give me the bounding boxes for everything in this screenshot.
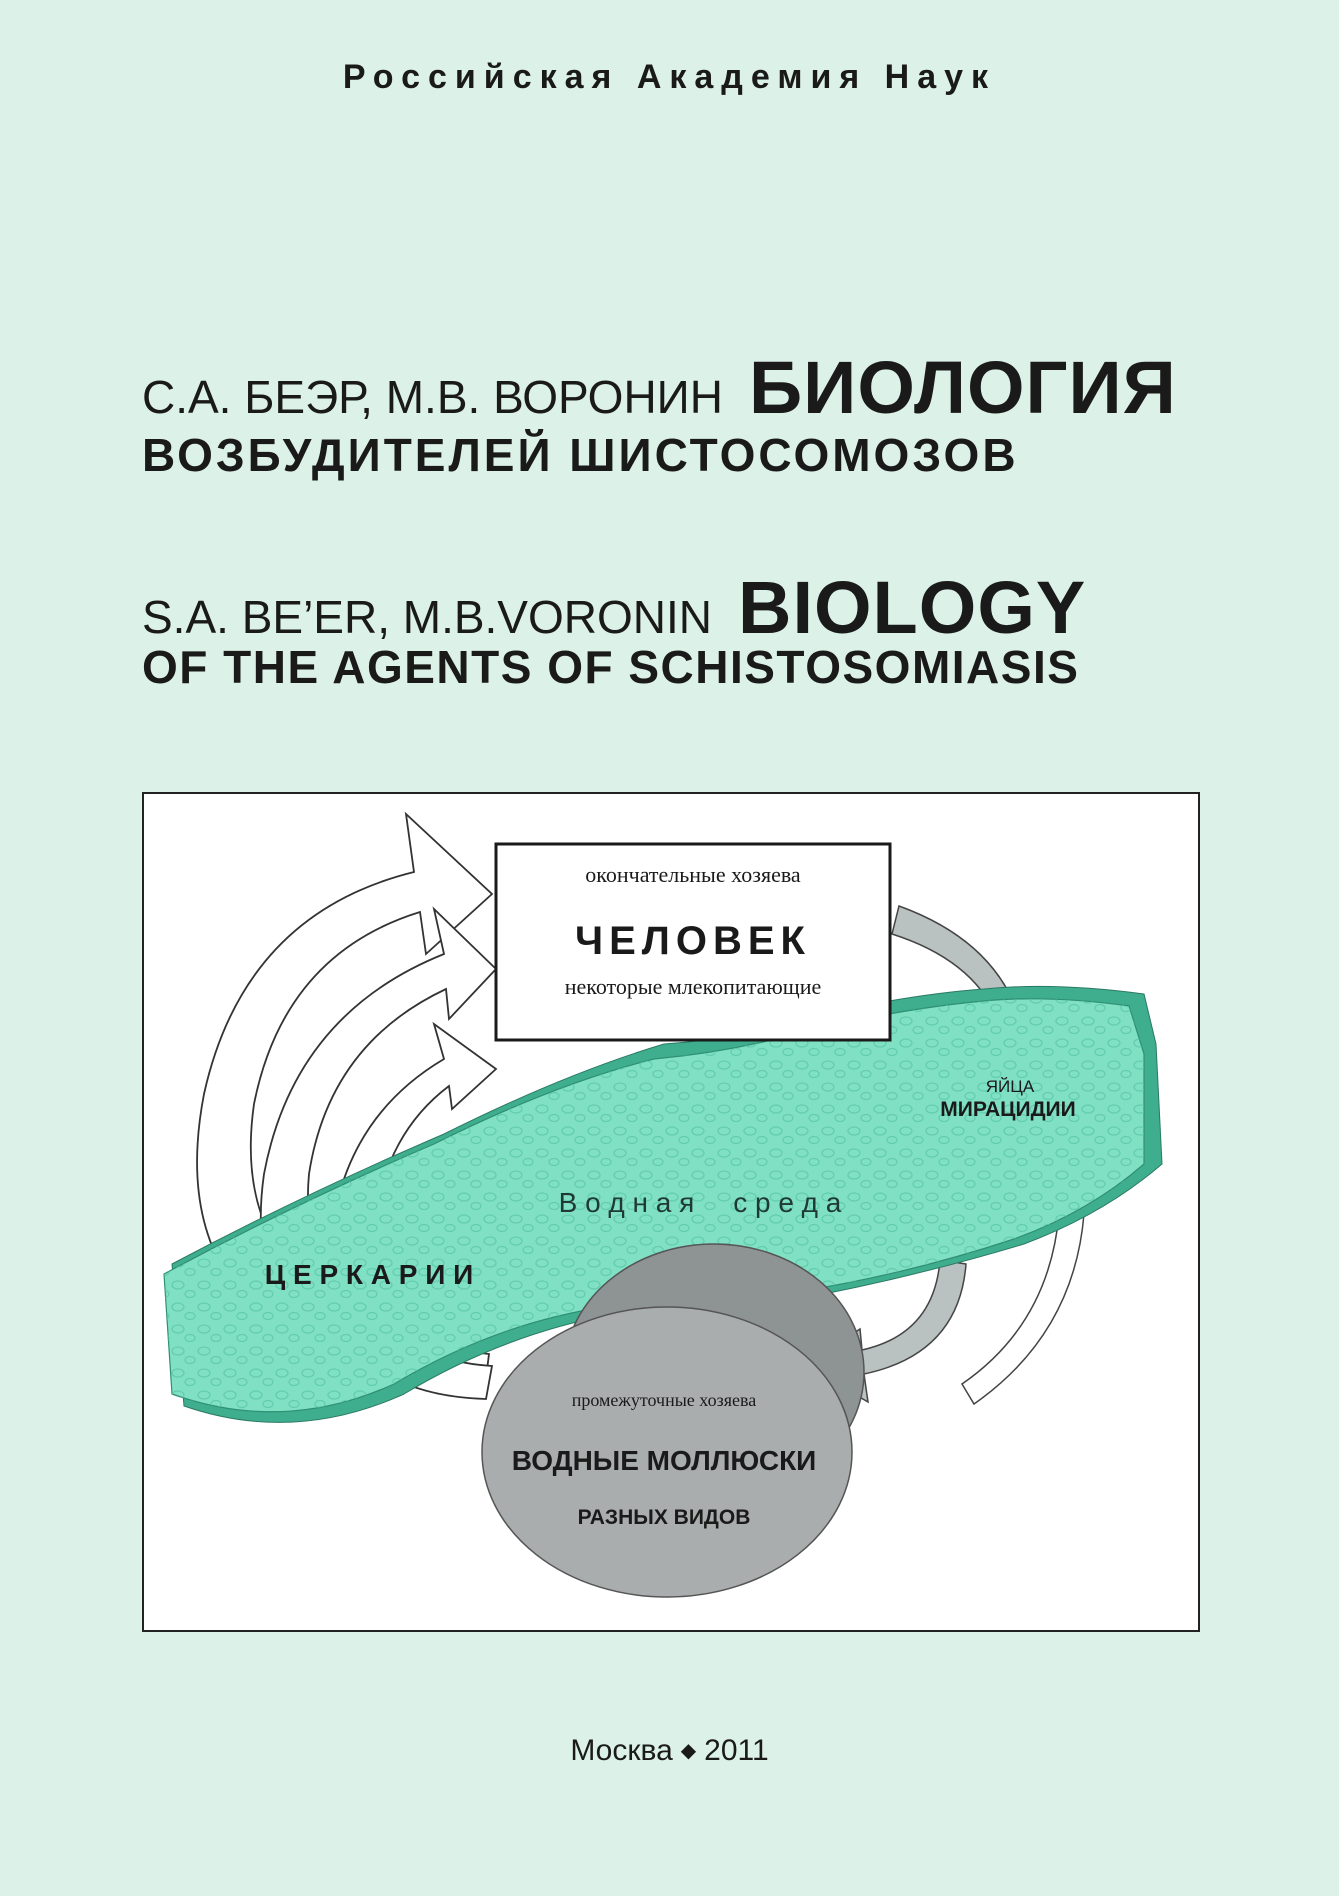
human-host-box [494,842,892,1042]
grey-arrow-right-tail [960,1213,1085,1406]
cercariae-label: Ц Е Р К А Р И И [265,1259,474,1290]
publisher-name: Российская Академия Наук [342,58,997,96]
imprint-city: Москва [570,1734,673,1767]
intermediate-host: ВОДНЫЕ МОЛЛЮСКИ [512,1445,817,1476]
definitive-host: ЧЕЛОВЕК [575,919,811,963]
subtitle-ru: ВОЗБУДИТЕЛЕЙ ШИСТОСОМОЗОВ [142,429,1019,481]
authors-ru: С.А. БЕЭР, М.В. ВОРОНИН [142,371,723,423]
miracidia-label: МИРАЦИДИИ [940,1098,1076,1121]
subtitle-en: OF THE AGENTS OF SCHISTOSOMIASIS [142,641,1080,693]
intermediate-caption: промежуточные хозяева [572,1390,756,1410]
title-big-en: BIOLOGY [738,566,1087,649]
life-cycle-svg: окончательные хозяева ЧЕЛОВЕК некоторые … [163,811,1163,1598]
mollusc-front [481,1306,853,1598]
water-band-texture [164,998,1144,1412]
title-ru: С.А. БЕЭР, М.В. ВОРОНИН БИОЛОГИЯ [142,345,1177,430]
intermediate-sub: РАЗНЫХ ВИДОВ [578,1506,751,1529]
title-big-ru: БИОЛОГИЯ [748,346,1177,429]
imprint: Москва ◆ 2011 [0,1734,1339,1768]
imprint-year: 2011 [704,1734,769,1767]
eggs-label: ЯЙЦА [986,1077,1035,1096]
diamond-separator-icon: ◆ [680,1740,697,1762]
authors-en: S.A. BE’ER, M.B.VORONIN [142,591,712,643]
definitive-caption: окончательные хозяева [585,862,801,887]
title-en: S.A. BE’ER, M.B.VORONIN BIOLOGY [142,565,1086,650]
definitive-sub: некоторые млекопитающие [565,974,822,999]
life-cycle-diagram: окончательные хозяева ЧЕЛОВЕК некоторые … [142,792,1200,1632]
water-env-label: В о д н а я с р е д а [559,1187,842,1218]
